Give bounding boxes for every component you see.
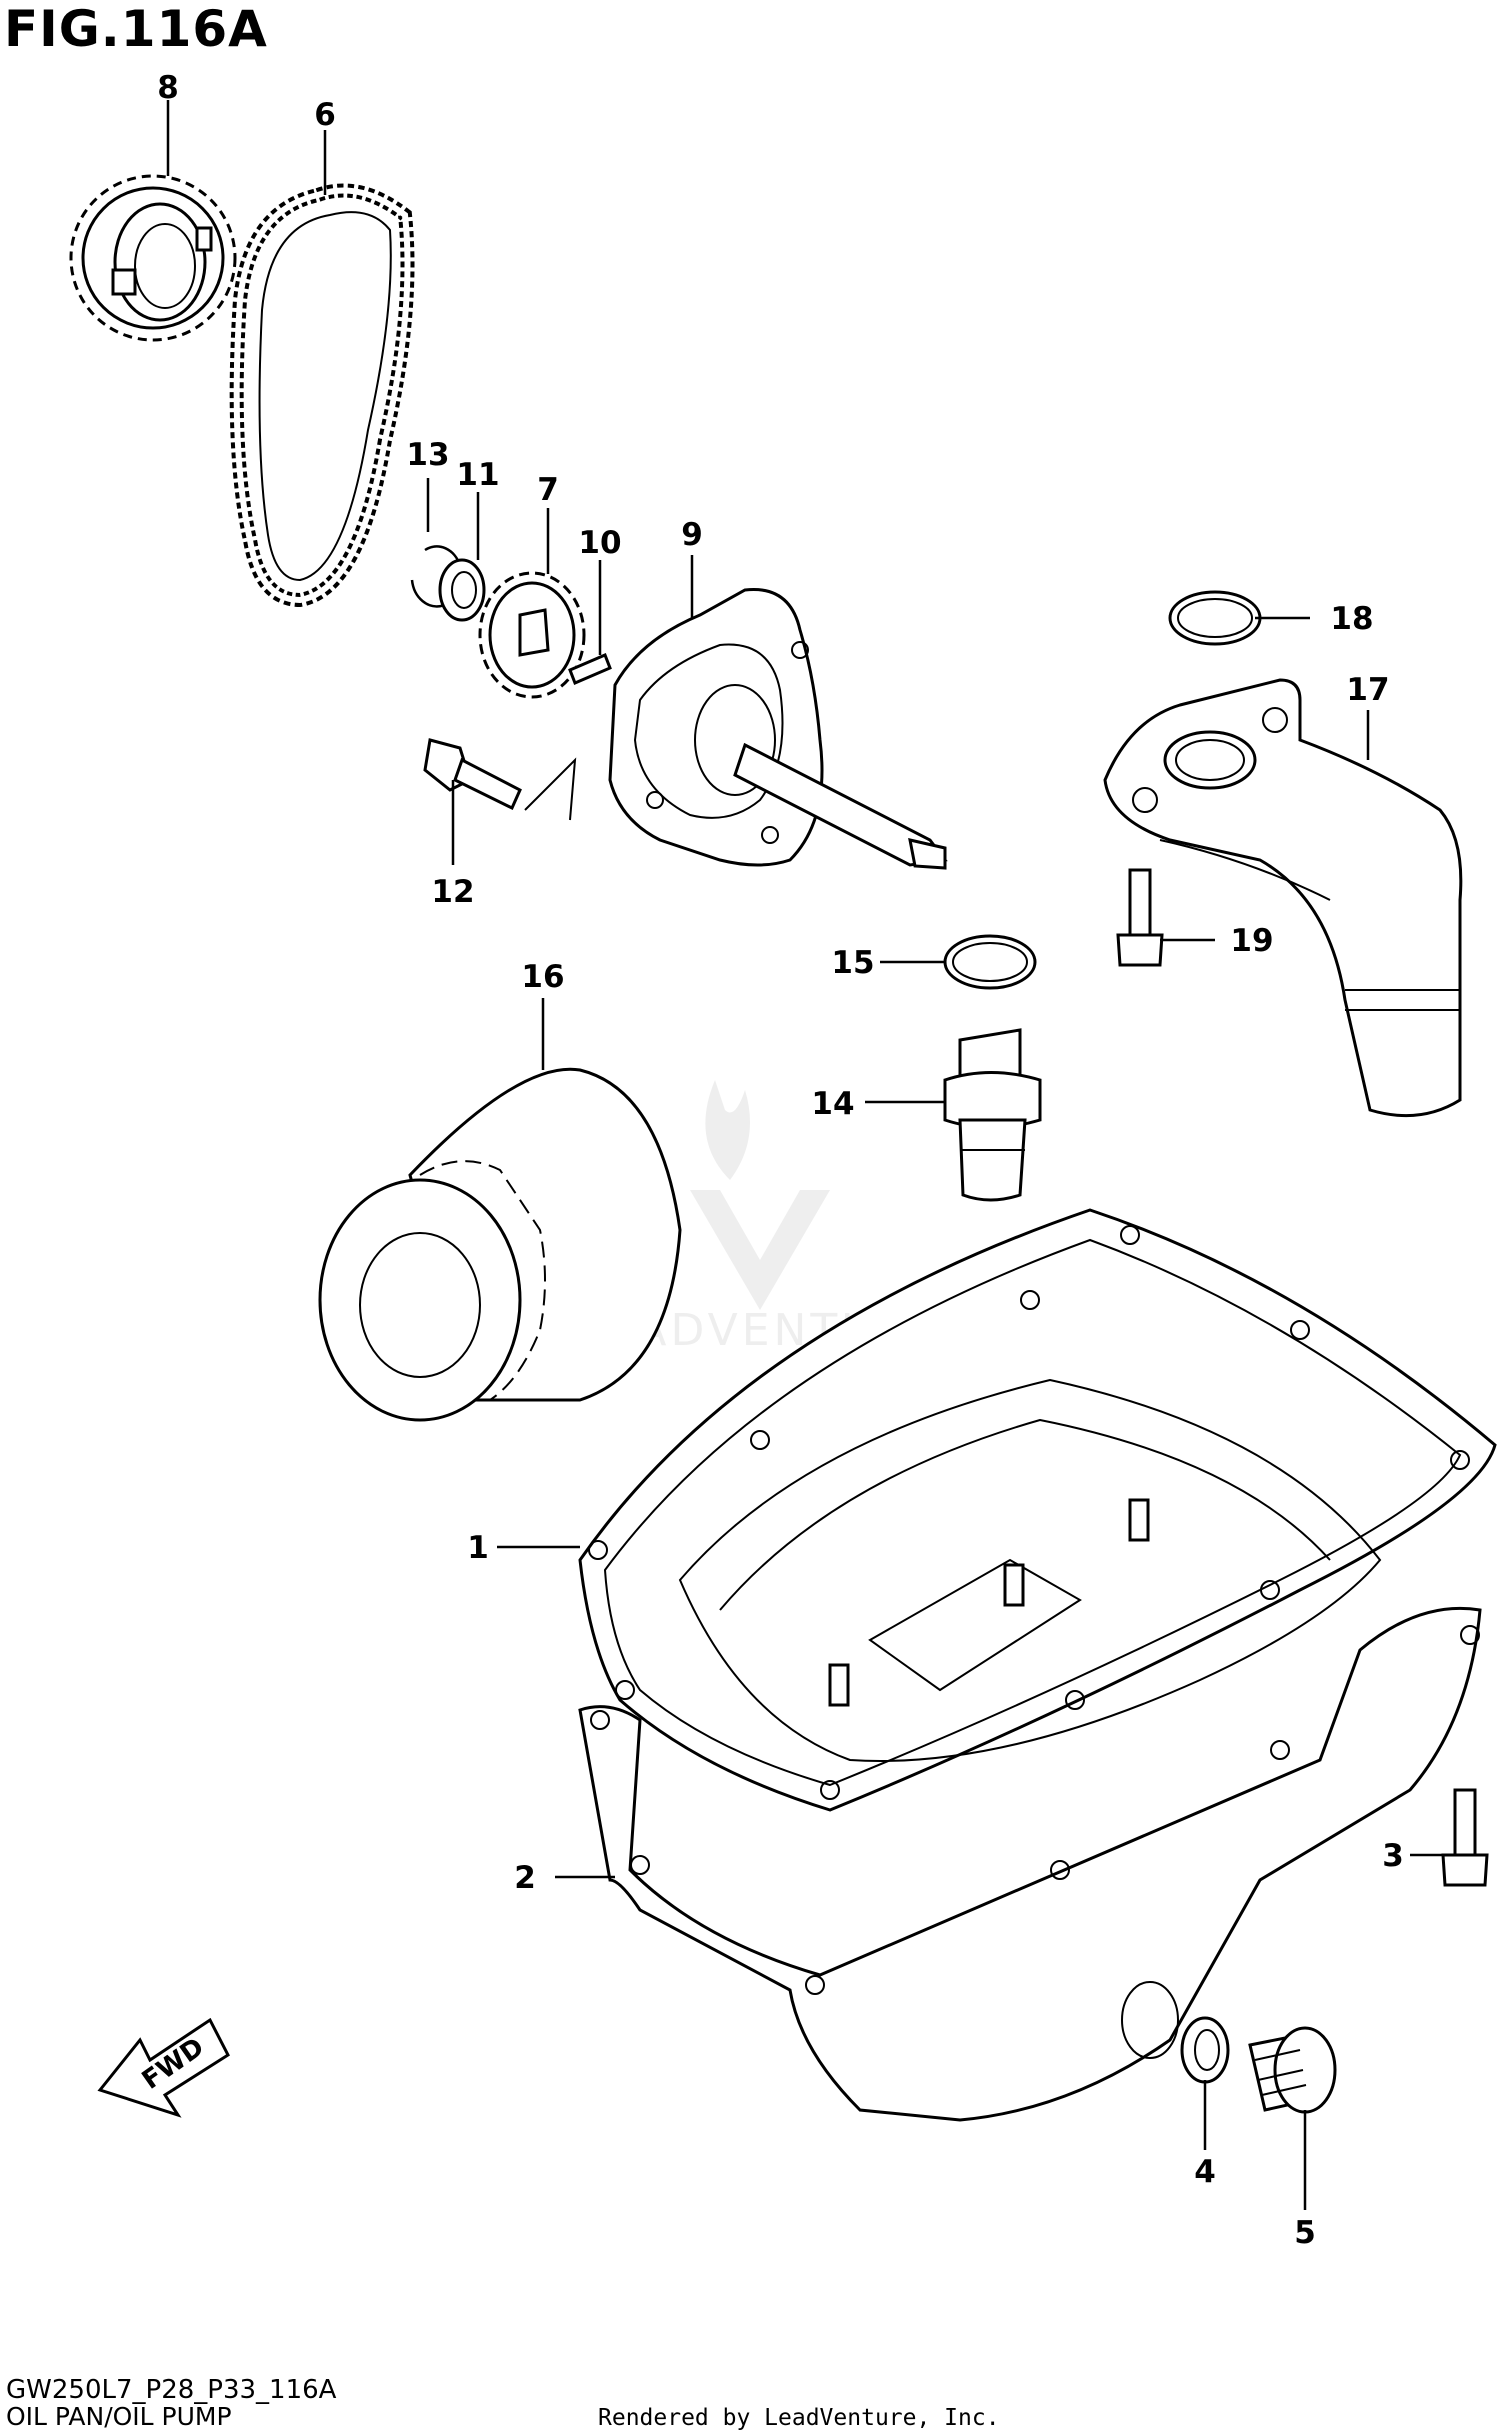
- callout-8: 8: [157, 70, 179, 106]
- render-credit: Rendered by LeadVenture, Inc.: [598, 2405, 1000, 2431]
- callout-4: 4: [1194, 2154, 1216, 2190]
- callout-11: 11: [456, 457, 499, 493]
- callout-18: 18: [1330, 601, 1373, 637]
- figure-caption: OIL PAN/OIL PUMP: [6, 2402, 232, 2431]
- callout-13: 13: [406, 437, 449, 473]
- callout-7: 7: [537, 472, 559, 508]
- part-16-oil-filter[interactable]: [318, 1067, 682, 1422]
- part-12-bolt[interactable]: [423, 738, 577, 821]
- part-4-gasket[interactable]: [1180, 2016, 1230, 2084]
- part-7-oil-pump-gear[interactable]: [478, 571, 586, 699]
- part-19-bolt[interactable]: [1116, 868, 1164, 967]
- part-1-oil-pan-gasket[interactable]: [578, 1208, 1497, 1812]
- figure-title: FIG.116A: [4, 0, 268, 58]
- part-17-oil-strainer[interactable]: [1103, 678, 1463, 1118]
- callout-labels: 8 6 13 11 7 10 9 12 18 17 19 15 14 16 1 …: [157, 70, 1404, 2251]
- part-11-washer[interactable]: [438, 558, 486, 622]
- part-2-oil-pan[interactable]: [578, 1378, 1482, 2122]
- part-9-oil-pump-assembly[interactable]: [608, 588, 948, 870]
- callout-15: 15: [831, 945, 874, 981]
- callout-10: 10: [578, 525, 621, 561]
- callout-17: 17: [1346, 672, 1389, 708]
- callout-14: 14: [811, 1086, 854, 1122]
- fwd-direction-arrow: FWD: [97, 2017, 230, 2118]
- leader-lines: [166, 100, 1443, 2210]
- part-3-bolt[interactable]: [1441, 1788, 1489, 1887]
- callout-16: 16: [521, 959, 564, 995]
- part-10-pin[interactable]: [568, 653, 612, 685]
- callout-12: 12: [431, 874, 474, 910]
- model-code: GW250L7_P28_P33_116A: [6, 2375, 337, 2405]
- part-5-drain-plug[interactable]: [1248, 2026, 1337, 2114]
- callout-3: 3: [1382, 1838, 1404, 1874]
- callout-19: 19: [1230, 923, 1273, 959]
- callout-5: 5: [1294, 2215, 1316, 2251]
- callout-9: 9: [681, 517, 703, 553]
- callout-1: 1: [467, 1530, 489, 1566]
- part-6-oil-pump-chain[interactable]: [229, 183, 415, 608]
- part-14-oil-pressure-switch[interactable]: [943, 1028, 1042, 1202]
- part-8-drive-sprocket[interactable]: [69, 174, 237, 342]
- callout-2: 2: [514, 1860, 536, 1896]
- callout-6: 6: [314, 97, 336, 133]
